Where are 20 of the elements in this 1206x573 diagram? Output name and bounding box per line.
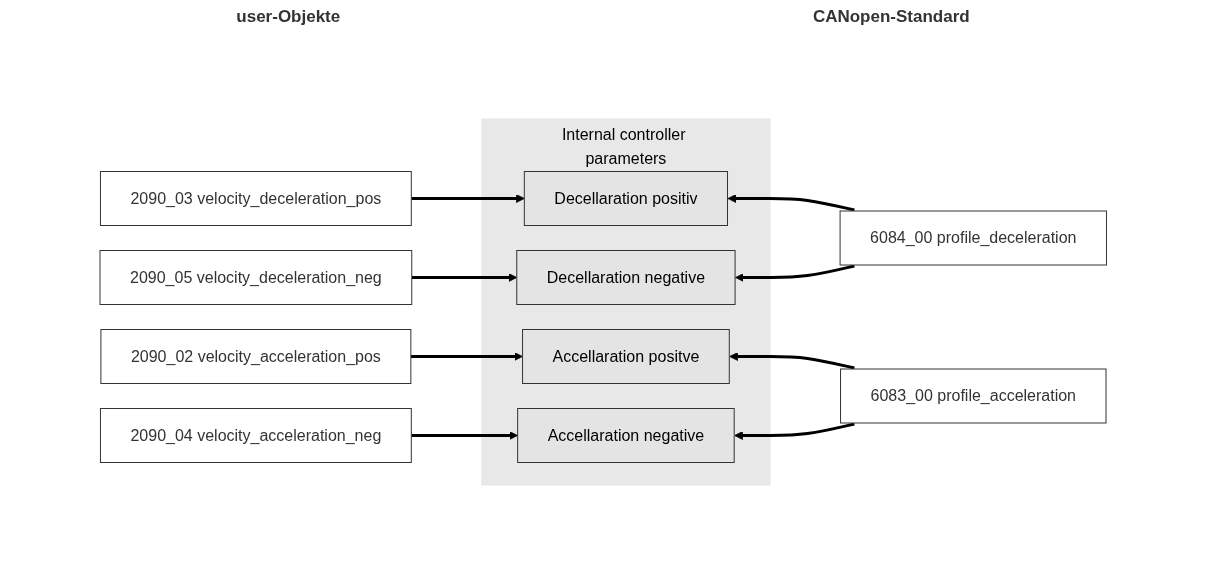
node-box: 6084_00 profile_deceleration [839, 210, 1107, 265]
node-box: Decellaration positiv [523, 170, 728, 226]
node-box: Decellaration negative [516, 249, 736, 305]
arrow [411, 193, 525, 203]
node-box: Accellaration positve [521, 328, 730, 384]
arrow [410, 351, 523, 361]
arrow [411, 430, 518, 440]
node-box: Accellaration negative [516, 407, 735, 463]
node-box: 2090_02 velocity_acceleration_pos [100, 328, 412, 384]
arrow [727, 193, 855, 212]
node-box: 2090_04 velocity_acceleration_neg [99, 407, 412, 463]
arrow [733, 421, 855, 440]
node-box: 6083_00 profile_acceleration [839, 368, 1107, 423]
node-box: 2090_05 velocity_deceleration_neg [99, 249, 412, 305]
column-heading: user-Objekte [236, 7, 341, 27]
node-box: 2090_03 velocity_deceleration_pos [99, 170, 412, 226]
column-heading: CANopen-Standard [812, 7, 970, 27]
arrow [734, 263, 855, 282]
arrow [729, 351, 855, 370]
arrow [411, 272, 517, 282]
